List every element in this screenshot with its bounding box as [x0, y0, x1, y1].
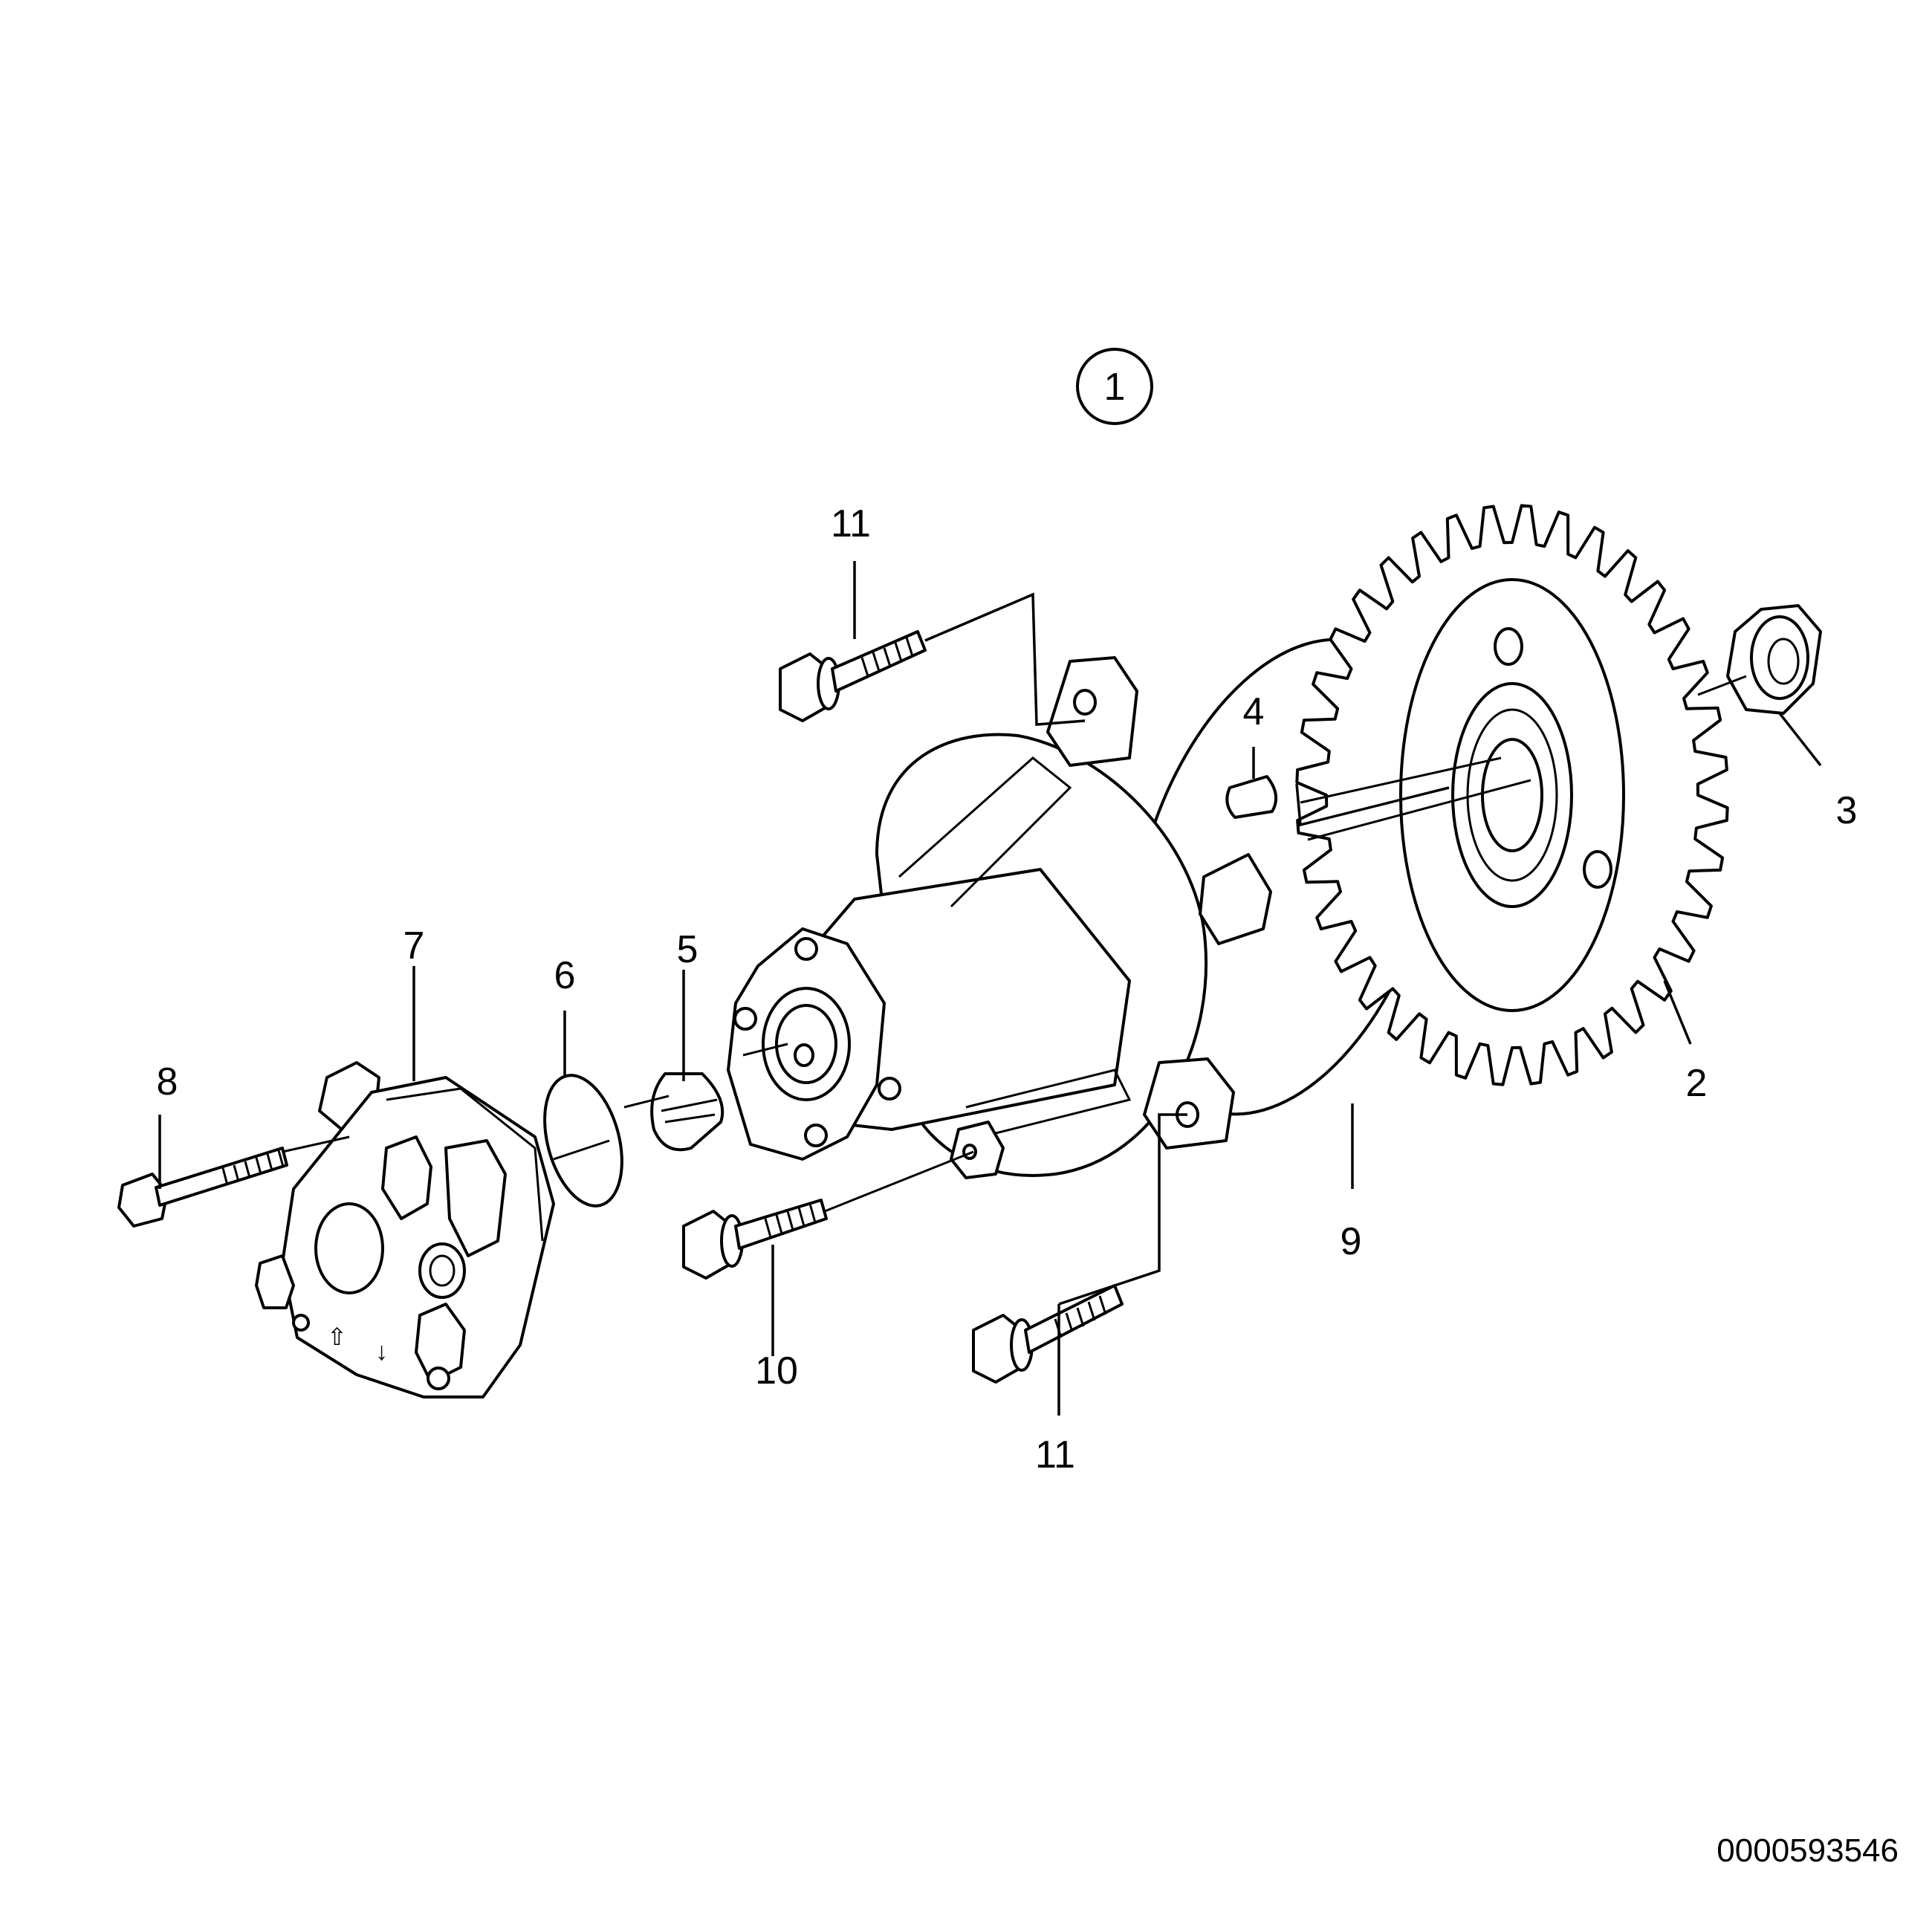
callout-7: 7	[403, 924, 425, 967]
callout-2: 2	[1686, 1062, 1708, 1105]
callout-9: 9	[1341, 1220, 1362, 1263]
flange-bolt-part-11-top	[779, 630, 927, 722]
castle-nut-part-3	[1726, 604, 1822, 715]
pump-housing	[727, 656, 1272, 1179]
svg-text:↓: ↓	[375, 1338, 388, 1366]
callout-8: 8	[157, 1060, 178, 1103]
gear-wheel-part-2	[1295, 504, 1729, 1086]
document-id: 0000593546	[1717, 1832, 1899, 1869]
callout-4: 4	[1243, 690, 1265, 733]
assembly-axis	[1307, 779, 1531, 841]
callout-11-bottom: 11	[1035, 1433, 1075, 1476]
callout-10: 10	[755, 1349, 798, 1393]
svg-text:⇧: ⇧	[327, 1323, 347, 1350]
leader-lines	[158, 561, 1822, 1416]
long-bolt-part-8	[117, 1147, 288, 1228]
coupling-part-5	[650, 1072, 724, 1152]
woodruff-key-part-4	[1225, 775, 1278, 819]
callout-11-top: 11	[831, 502, 871, 545]
callout-5: 5	[677, 928, 698, 971]
assembly-label: 1	[1104, 366, 1126, 409]
assembly-label-circle	[1076, 348, 1153, 425]
pump-cover-part-7: ⇧ ↓	[255, 1061, 555, 1398]
callout-3: 3	[1836, 789, 1858, 832]
flange-bolt-part-10	[682, 1199, 828, 1280]
flange-bolt-part-11-bottom	[972, 1284, 1124, 1384]
callout-6: 6	[554, 954, 576, 997]
